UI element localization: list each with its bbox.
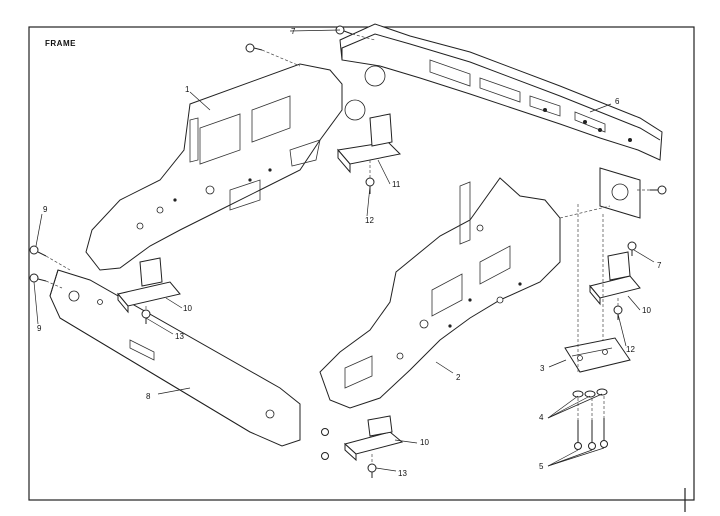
callout-9-bottom: 9 [37, 324, 42, 333]
callout-10-right: 10 [642, 306, 651, 315]
plate-3 [564, 337, 631, 373]
callout-10-bottom: 10 [420, 438, 429, 447]
left-side-frame [85, 63, 366, 271]
callout-9-top: 9 [43, 205, 48, 214]
bracket-left-10 [117, 257, 181, 314]
leader-9-top [35, 213, 43, 247]
callout-1: 1 [185, 85, 190, 94]
callout-4: 4 [539, 413, 544, 422]
callout-12-right: 12 [626, 345, 635, 354]
callout-6: 6 [615, 97, 620, 106]
callout-3: 3 [540, 364, 545, 373]
diagram-border [28, 26, 695, 501]
callout-11: 11 [392, 180, 401, 189]
center-frame [319, 177, 561, 409]
assembly-lines [45, 33, 650, 464]
right-side-frame [339, 23, 663, 219]
bracket-lower-10 [343, 415, 404, 462]
callout-10-left: 10 [183, 304, 192, 313]
callout-2: 2 [456, 373, 461, 382]
callout-7-top: 7 [291, 27, 296, 36]
bracket-right-10 [589, 251, 641, 306]
callouts: 1 2 3 4 5 6 7 7 8 9 9 10 10 10 11 12 12 … [37, 27, 662, 478]
leader-lines [145, 29, 655, 472]
callout-13-bottom: 13 [398, 469, 407, 478]
bracket-upper-11 [337, 113, 402, 174]
callout-5: 5 [539, 462, 544, 471]
callout-13-left: 13 [175, 332, 184, 341]
diagram-title: FRAME [45, 39, 76, 48]
leader-9-bottom [33, 281, 39, 325]
front-frame [49, 269, 301, 447]
callout-8: 8 [146, 392, 151, 401]
callout-7-right: 7 [657, 261, 662, 270]
callout-12-center: 12 [365, 216, 374, 225]
